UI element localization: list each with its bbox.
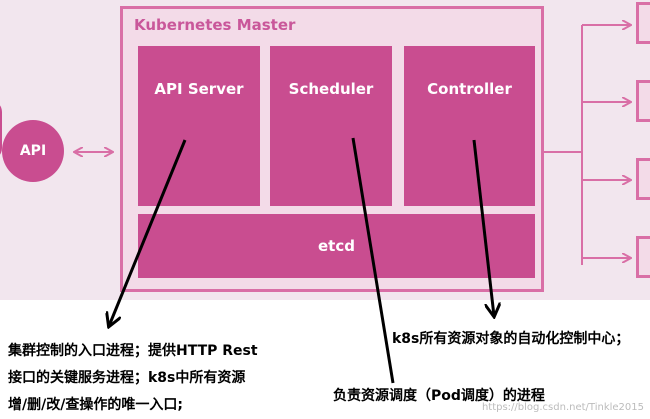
watermark: https://blog.csdn.net/Tinkle2015: [481, 402, 644, 413]
api-server-box: API Server: [138, 46, 260, 206]
api-server-label: API Server: [154, 80, 244, 98]
scheduler-annotation-arrow: [351, 137, 395, 384]
controller-annotation-arrow: [472, 139, 494, 316]
master-title: Kubernetes Master: [134, 16, 296, 34]
controller-note: k8s所有资源对象的自动化控制中心；: [392, 331, 630, 347]
kubernetes-master-box: Kubernetes Master API Server Scheduler C…: [120, 6, 544, 292]
etcd-label: etcd: [318, 237, 355, 255]
partial-left-shape: [0, 100, 2, 160]
api-server-annotation-arrow: [109, 139, 187, 326]
node-box-3: [636, 158, 650, 200]
scheduler-label: Scheduler: [288, 80, 374, 98]
node-box-1: [636, 2, 650, 44]
master-to-nodes-connector: [544, 25, 630, 265]
api-server-note: 集群控制的入口进程；提供HTTP Rest 接口的关键服务进程；k8s中所有资源…: [8, 338, 258, 419]
external-api-label: API: [19, 143, 47, 159]
external-api-node: API: [2, 120, 64, 182]
api-server-note-line1: 集群控制的入口进程；提供HTTP Rest: [8, 343, 258, 359]
api-server-note-line3: 增/删/改/查操作的唯一入口;: [8, 397, 183, 413]
scheduler-note: 负责资源调度（Pod调度）的进程: [333, 388, 545, 404]
etcd-box: etcd: [138, 214, 535, 278]
controller-box: Controller: [404, 46, 535, 206]
api-server-note-line2: 接口的关键服务进程；k8s中所有资源: [8, 370, 246, 386]
node-box-4: [636, 236, 650, 278]
controller-label: Controller: [427, 80, 512, 98]
node-box-2: [636, 80, 650, 122]
scheduler-box: Scheduler: [270, 46, 392, 206]
